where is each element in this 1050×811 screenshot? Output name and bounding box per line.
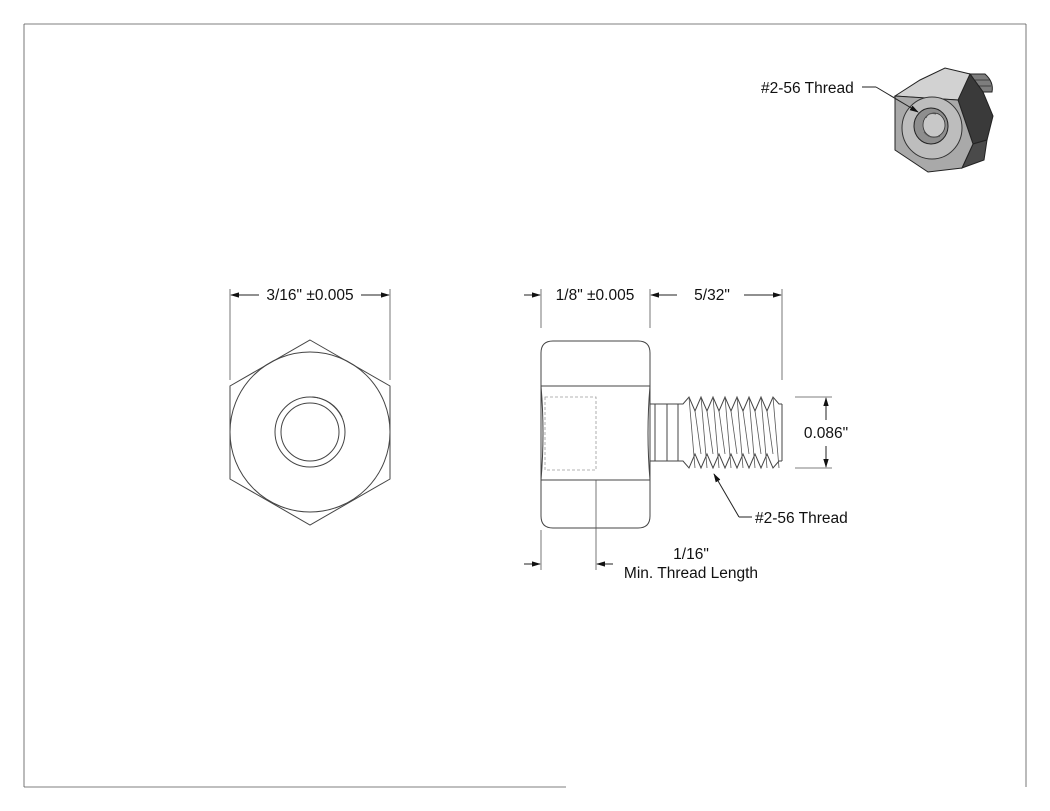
hidden-thread-bore: [544, 396, 597, 471]
stud-length-dimension: 5/32": [650, 287, 783, 380]
side-view: [540, 340, 783, 529]
front-width-dimension: 3/16" ±0.005: [229, 287, 391, 380]
min-thread-dimension: 1/16" Min. Thread Length: [524, 480, 758, 582]
min-thread-label: Min. Thread Length: [624, 565, 758, 582]
stud-thread-label: #2-56 Thread: [755, 510, 848, 527]
min-thread-value: 1/16": [673, 546, 709, 563]
thread-start-arc: [311, 396, 343, 418]
hex-length-dimension: 1/8" ±0.005: [524, 287, 651, 328]
iso-view: #2-56 Thread: [761, 67, 994, 173]
front-width-label: 3/16" ±0.005: [266, 287, 353, 304]
chamfer-circle: [229, 351, 391, 513]
stud-diameter-label: 0.086": [804, 425, 848, 442]
stud-length-label: 5/32": [694, 287, 730, 304]
thread-major-circle: [274, 396, 346, 468]
iso-thread-label: #2-56 Thread: [761, 80, 854, 97]
threaded-stud: [677, 395, 783, 470]
stud-neck: [650, 403, 678, 462]
stud-thread-callout: #2-56 Thread: [713, 473, 848, 527]
stud-diameter-dimension: 0.086": [795, 396, 848, 469]
hex-outline: [229, 339, 391, 526]
hex-body: [540, 340, 651, 529]
iso-thread-callout: #2-56 Thread: [761, 80, 919, 113]
hex-length-label: 1/8" ±0.005: [556, 287, 635, 304]
front-view: [229, 339, 391, 526]
thread-minor-circle: [280, 402, 340, 462]
sheet-border: [23, 23, 1027, 788]
